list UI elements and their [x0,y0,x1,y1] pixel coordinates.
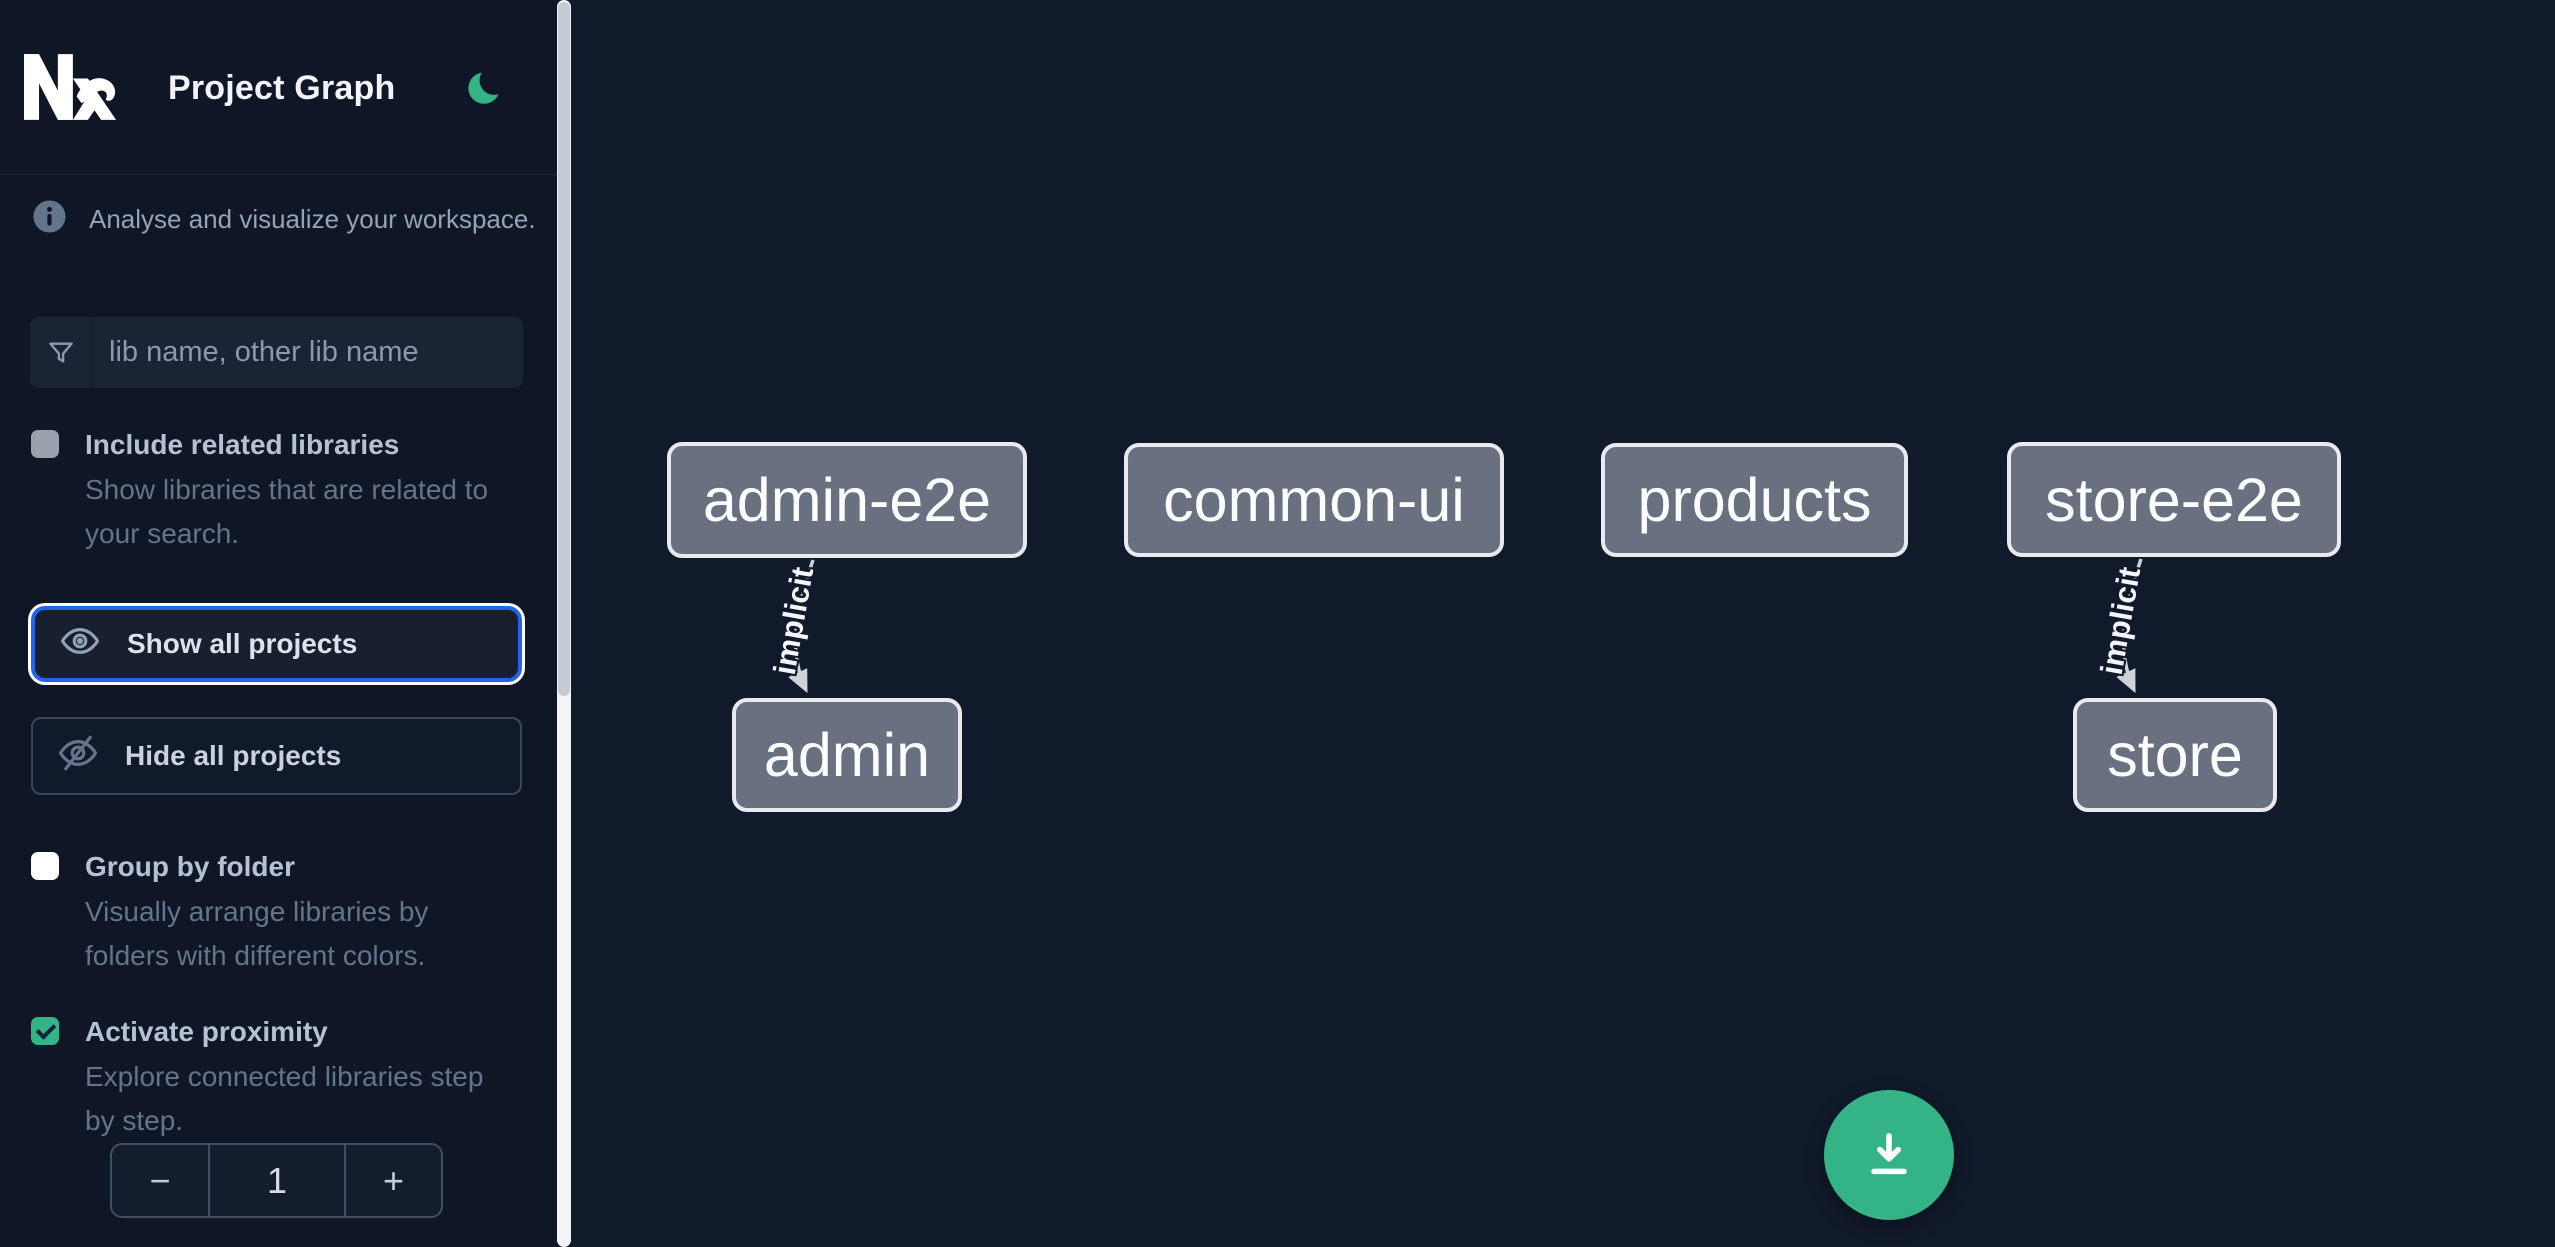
edge-store-e2e-store [2116,558,2143,694]
include-related-label[interactable]: Include related libraries [85,429,400,460]
activate-proximity-checkbox[interactable] [31,1017,59,1045]
show-all-projects-label: Show all projects [127,628,358,659]
search-box [30,317,523,388]
eye-icon [59,620,101,669]
option-include-related-libraries: Include related libraries Show libraries… [31,427,517,556]
download-icon [1860,1125,1918,1186]
download-image-button[interactable] [1824,1090,1954,1220]
group-by-folder-label[interactable]: Group by folder [85,851,295,882]
pane-resizer-thumb[interactable] [558,2,570,696]
group-by-folder-checkbox[interactable] [31,852,59,880]
proximity-depth-stepper: − 1 + [110,1143,443,1218]
proximity-decrement-button[interactable]: − [112,1145,208,1216]
group-by-folder-description: Visually arrange libraries by folders wi… [85,896,429,971]
intro-row: Analyse and visualize your workspace. [32,199,536,239]
edge-label-admin-e2e-admin: implicit [766,564,821,678]
graph-node-admin[interactable]: admin [732,698,962,812]
proximity-depth-value: 1 [208,1145,346,1216]
hide-all-projects-label: Hide all projects [125,740,342,771]
graph-node-products[interactable]: products [1601,443,1908,557]
edge-label-store-e2e-store: implicit [2093,564,2148,678]
moon-icon [465,65,509,109]
info-icon [32,199,67,239]
sidebar-header: Project Graph [0,0,557,175]
theme-toggle-button[interactable] [462,65,509,110]
graph-canvas[interactable]: admin-e2e common-ui products store-e2e admin… [571,0,2555,1247]
filter-funnel-icon [30,317,93,388]
intro-text: Analyse and visualize your workspace. [89,203,536,234]
eye-off-icon [57,732,99,781]
graph-node-store-e2e[interactable]: store-e2e [2007,442,2341,557]
graph-node-common-ui[interactable]: common-ui [1124,443,1504,557]
graph-node-store[interactable]: store [2073,698,2277,812]
activate-proximity-description: Explore connected libraries step by step… [85,1061,484,1136]
show-all-projects-button[interactable]: Show all projects [31,606,522,682]
option-group-by-folder: Group by folder Visually arrange librari… [31,849,517,978]
activate-proximity-label[interactable]: Activate proximity [85,1016,328,1047]
include-related-description: Show libraries that are related to your … [85,474,489,549]
sidebar: Project Graph Analyse and visualize yo [0,0,557,1247]
option-activate-proximity: Activate proximity Explore connected lib… [31,1014,517,1143]
page-title: Project Graph [168,69,396,107]
hide-all-projects-button[interactable]: Hide all projects [31,717,522,795]
include-related-checkbox[interactable] [31,430,59,458]
proximity-increment-button[interactable]: + [346,1145,441,1216]
graph-node-admin-e2e[interactable]: admin-e2e [667,442,1027,558]
nx-logo [24,54,118,120]
edge-admin-e2e-admin [788,559,815,694]
search-input[interactable] [93,317,523,388]
